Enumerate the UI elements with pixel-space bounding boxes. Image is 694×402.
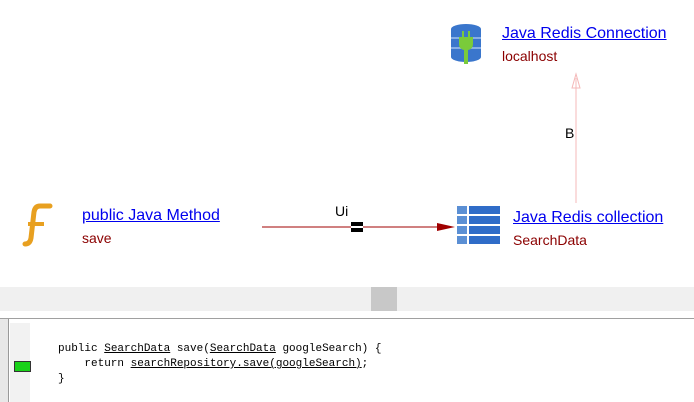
code-line-1: public SearchData save(SearchData google… (58, 343, 381, 355)
redis-collection-icon[interactable] (457, 206, 500, 244)
panel-splitter[interactable] (0, 287, 694, 311)
code-token: public (58, 343, 105, 355)
diagram-canvas[interactable]: public Java Method save Java Redis colle… (0, 0, 694, 287)
code-line-3: } (58, 373, 65, 385)
connection-node-subtitle: localhost (502, 48, 558, 64)
code-token: googleSearch) { (275, 343, 382, 355)
database-connection-icon[interactable] (451, 24, 481, 64)
edge-handle-ui-stripe (351, 226, 363, 228)
method-node-subtitle: save (82, 230, 112, 246)
code-token: ; (361, 358, 369, 370)
code-type-link[interactable]: SearchData (104, 343, 171, 355)
code-call-link[interactable]: searchRepository.save(googleSearch) (130, 358, 362, 370)
code-token: return (58, 358, 131, 370)
collection-node-title[interactable]: Java Redis collection (513, 209, 664, 226)
java-function-icon[interactable] (22, 203, 53, 247)
edge-label-ui: Ui (335, 203, 349, 219)
code-token: save( (170, 343, 210, 355)
diagram-edges (22, 24, 581, 247)
code-viewer[interactable]: public SearchData save(SearchData google… (0, 318, 694, 402)
splitter-handle[interactable] (371, 287, 397, 311)
edge-label-b: B (565, 125, 575, 141)
edge-arrowhead-connection (571, 72, 581, 89)
code-line-2: return searchRepository.save(googleSearc… (58, 358, 368, 370)
method-node-title[interactable]: public Java Method (82, 207, 220, 224)
code-panel-edge (0, 319, 9, 402)
current-line-marker (14, 361, 31, 372)
edge-arrowhead-collection (437, 223, 455, 231)
connection-node-title[interactable]: Java Redis Connection (502, 25, 667, 42)
collection-node-subtitle: SearchData (513, 232, 587, 248)
code-type-link[interactable]: SearchData (209, 343, 276, 355)
